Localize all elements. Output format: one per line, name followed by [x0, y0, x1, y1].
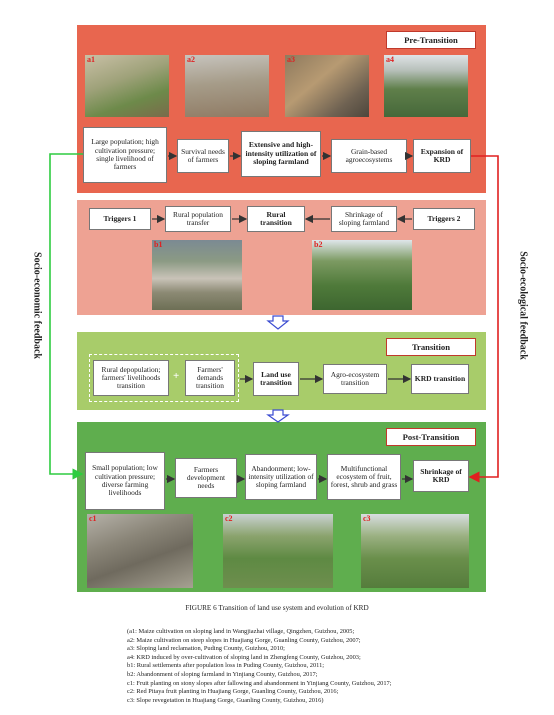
photo-c2-label: c2 — [225, 514, 233, 523]
photo-a2-label: a2 — [187, 55, 195, 64]
krd-transition-box: KRD transition — [411, 364, 469, 394]
caption-line: (a1: Maize cultivation on sloping land i… — [127, 628, 355, 635]
photo-a1: a1 — [85, 55, 169, 117]
caption-line: c2: Red Pitaya fruit planting in Huajian… — [127, 688, 339, 696]
down-arrow-1 — [266, 315, 290, 330]
photo-b1-label: b1 — [154, 240, 163, 249]
post-box-abandonment: Abandonment; low-intensity utilization o… — [245, 454, 317, 500]
rural-depopulation-box: Rural depopulation; farmers' livelihoods… — [93, 360, 169, 396]
shrinkage-sloping-farmland-box: Shrinkage of sloping farmland — [331, 206, 397, 232]
pre-box-large-population: Large population; high cultivation press… — [83, 127, 167, 183]
photo-a3-label: a3 — [287, 55, 295, 64]
caption-line: b1: Rural settlements after population l… — [127, 662, 325, 670]
photo-b1: b1 — [152, 240, 242, 310]
caption-line: b2: Abandonment of sloping farmland in Y… — [127, 670, 318, 678]
photo-b2: b2 — [312, 240, 412, 310]
rural-transition-group — [89, 354, 239, 402]
figure-caption-list: (a1: Maize cultivation on sloping land i… — [127, 628, 392, 705]
pre-box-grain-agroecosystems: Grain-based agroecosystems — [331, 139, 407, 173]
land-use-transition-box: Land use transition — [253, 362, 299, 396]
trigger-1-box: Triggers 1 — [89, 208, 151, 230]
photo-a3: a3 — [285, 55, 369, 117]
post-transition-title: Post-Transition — [386, 428, 476, 446]
photo-b2-label: b2 — [314, 240, 323, 249]
rural-population-transfer-box: Rural population transfer — [165, 206, 231, 232]
post-box-small-population: Small population; low cultivation pressu… — [85, 452, 165, 510]
trigger-2-box: Triggers 2 — [413, 208, 475, 230]
caption-line: a2: Maize cultivation on steep slopes in… — [127, 636, 361, 644]
socio-economic-feedback-label: Socio-economic feedback — [31, 252, 43, 359]
transition-title: Transition — [386, 338, 476, 356]
figure-caption-title: FIGURE 6 Transition of land use system a… — [185, 604, 369, 612]
caption-line: a4: KRD induced by over-cultivation of s… — [127, 653, 361, 661]
agro-ecosystem-transition-box: Agro-ecosystem transition — [323, 364, 387, 394]
photo-a1-label: a1 — [87, 55, 95, 64]
post-box-multifunctional-ecosystem: Multifunctional ecosystem of fruit, fore… — [327, 454, 401, 500]
photo-a4-label: a4 — [386, 55, 394, 64]
photo-c3-label: c3 — [363, 514, 371, 523]
caption-line: a3: Sloping land reclamation, Puding Cou… — [127, 645, 285, 653]
photo-a4: a4 — [384, 55, 468, 117]
rural-transition-box: Rural transition — [247, 206, 305, 232]
triggers-panel: Triggers 1 Rural population transfer Rur… — [77, 200, 486, 315]
post-box-shrinkage-krd: Shrinkage of KRD — [413, 460, 469, 492]
pre-box-survival-needs: Survival needs of farmers — [177, 139, 229, 173]
caption-line: c3: Slope revegetation in Huajiang Gorge… — [127, 696, 324, 704]
post-box-development-needs: Farmers development needs — [175, 458, 237, 498]
farmers-demands-box: Farmers' demands transition — [185, 360, 235, 396]
pre-transition-panel: Pre-Transition a1 a2 a3 a4 Large populat… — [77, 25, 486, 193]
socio-ecological-feedback-arrow — [468, 155, 499, 483]
transition-panel: Transition Rural depopulation; farmers' … — [77, 332, 486, 410]
socio-ecological-feedback-label: Socio-ecological feedback — [517, 251, 529, 360]
pre-transition-title: Pre-Transition — [386, 31, 476, 49]
down-arrow-2 — [266, 409, 290, 423]
socio-economic-feedback-arrow — [49, 153, 84, 480]
photo-c1-label: c1 — [89, 514, 97, 523]
pre-box-extensive-utilization: Extensive and high-intensity utilization… — [241, 131, 321, 177]
photo-c1: c1 — [87, 514, 193, 588]
pre-box-expansion-krd: Expansion of KRD — [413, 139, 471, 173]
caption-line: c1: Fruit planting on stony slopes after… — [127, 679, 392, 687]
photo-c2: c2 — [223, 514, 333, 588]
photo-a2: a2 — [185, 55, 269, 117]
plus-sign: + — [173, 370, 180, 382]
photo-c3: c3 — [361, 514, 469, 588]
post-transition-panel: Post-Transition Small population; low cu… — [77, 422, 486, 592]
